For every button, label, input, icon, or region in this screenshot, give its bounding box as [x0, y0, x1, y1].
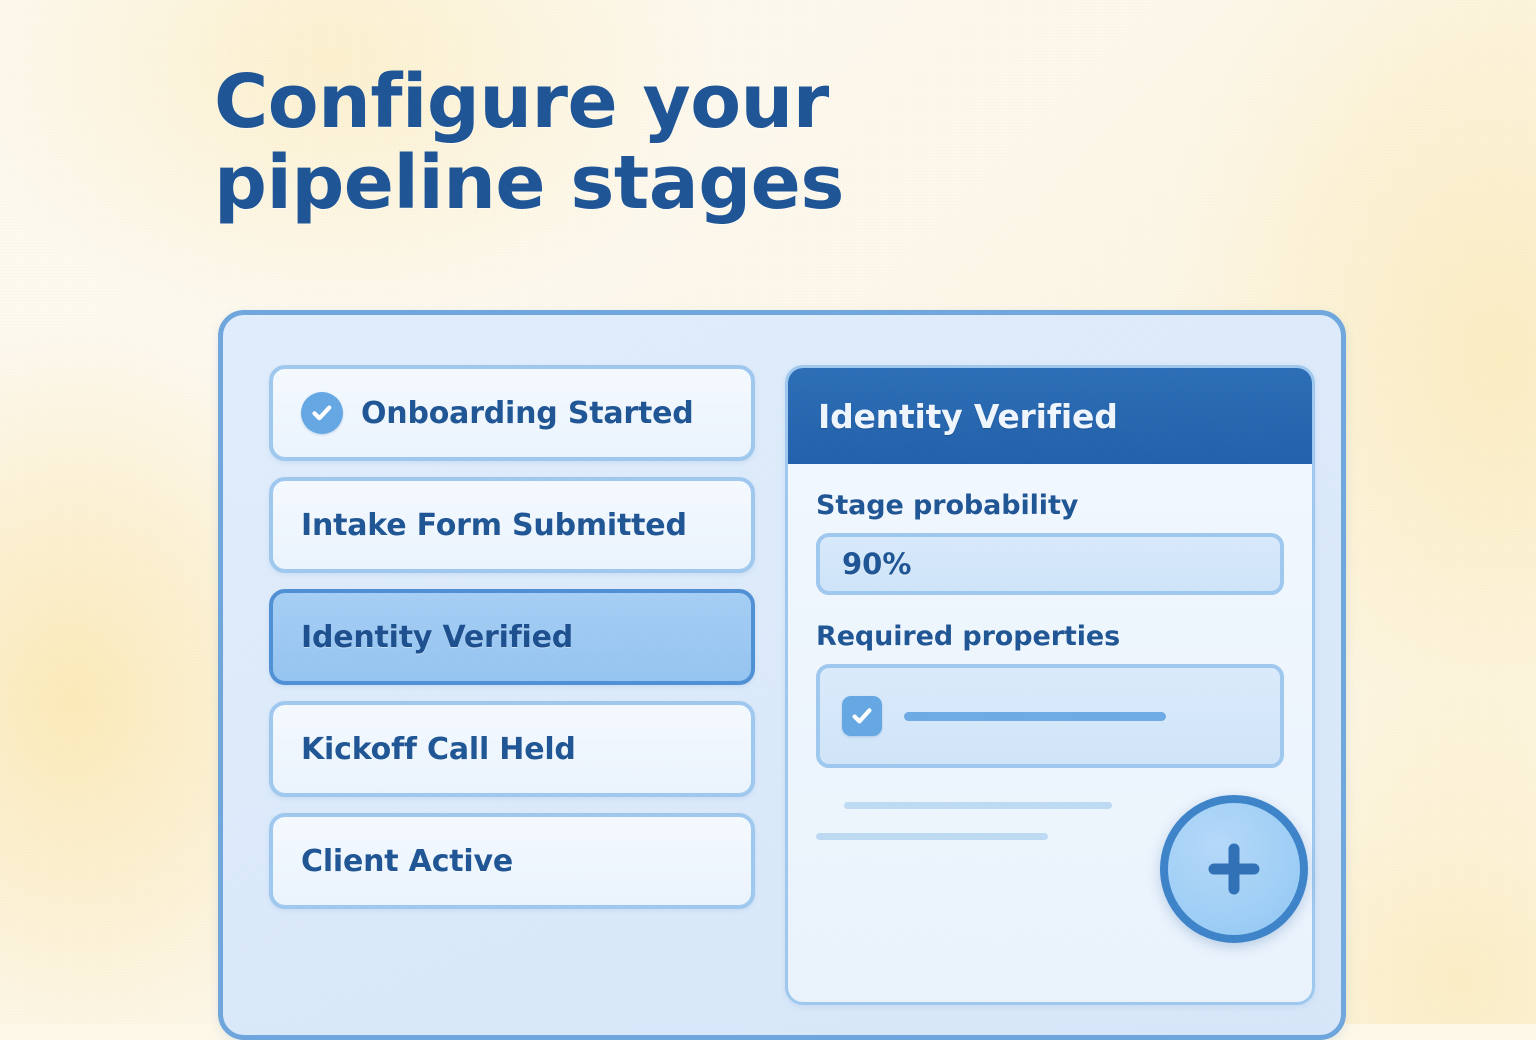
stage-list-item-label: Identity Verified — [301, 619, 574, 655]
stage-list-item-label: Intake Form Submitted — [301, 507, 687, 543]
stage-list-item-client-active[interactable]: Client Active — [269, 813, 755, 909]
detail-placeholder-lines — [816, 768, 1284, 840]
required-properties-box — [816, 664, 1284, 768]
stage-list-item-label: Kickoff Call Held — [301, 731, 576, 767]
stage-list: Onboarding Started Intake Form Submitted… — [269, 365, 755, 925]
required-properties-label: Required properties — [816, 621, 1121, 652]
check-circle-icon — [301, 392, 343, 434]
stage-list-item-label: Onboarding Started — [361, 395, 694, 431]
stage-list-item-identity-verified[interactable]: Identity Verified — [269, 589, 755, 685]
placeholder-line — [816, 833, 1048, 840]
stage-probability-value: 90% — [842, 547, 912, 581]
stage-list-item-label: Client Active — [301, 843, 513, 879]
stage-list-item-kickoff-call-held[interactable]: Kickoff Call Held — [269, 701, 755, 797]
stage-detail-body: Stage probability 90% Required propertie… — [788, 464, 1312, 840]
add-property-button[interactable] — [1160, 795, 1308, 943]
plus-icon — [1201, 836, 1267, 902]
stage-probability-input[interactable]: 90% — [816, 533, 1284, 595]
stage-list-item-intake-form-submitted[interactable]: Intake Form Submitted — [269, 477, 755, 573]
pipeline-configurator-card: Onboarding Started Intake Form Submitted… — [218, 310, 1346, 1040]
checkbox-checked-icon[interactable] — [842, 696, 882, 736]
stage-detail-title: Identity Verified — [818, 396, 1118, 436]
stage-detail-header: Identity Verified — [788, 368, 1312, 464]
placeholder-line — [844, 802, 1112, 809]
stage-probability-label: Stage probability — [816, 490, 1079, 521]
stage-list-item-onboarding-started[interactable]: Onboarding Started — [269, 365, 755, 461]
page-title: Configure your pipeline stages — [214, 59, 844, 226]
required-property-value-placeholder[interactable] — [904, 711, 1166, 721]
